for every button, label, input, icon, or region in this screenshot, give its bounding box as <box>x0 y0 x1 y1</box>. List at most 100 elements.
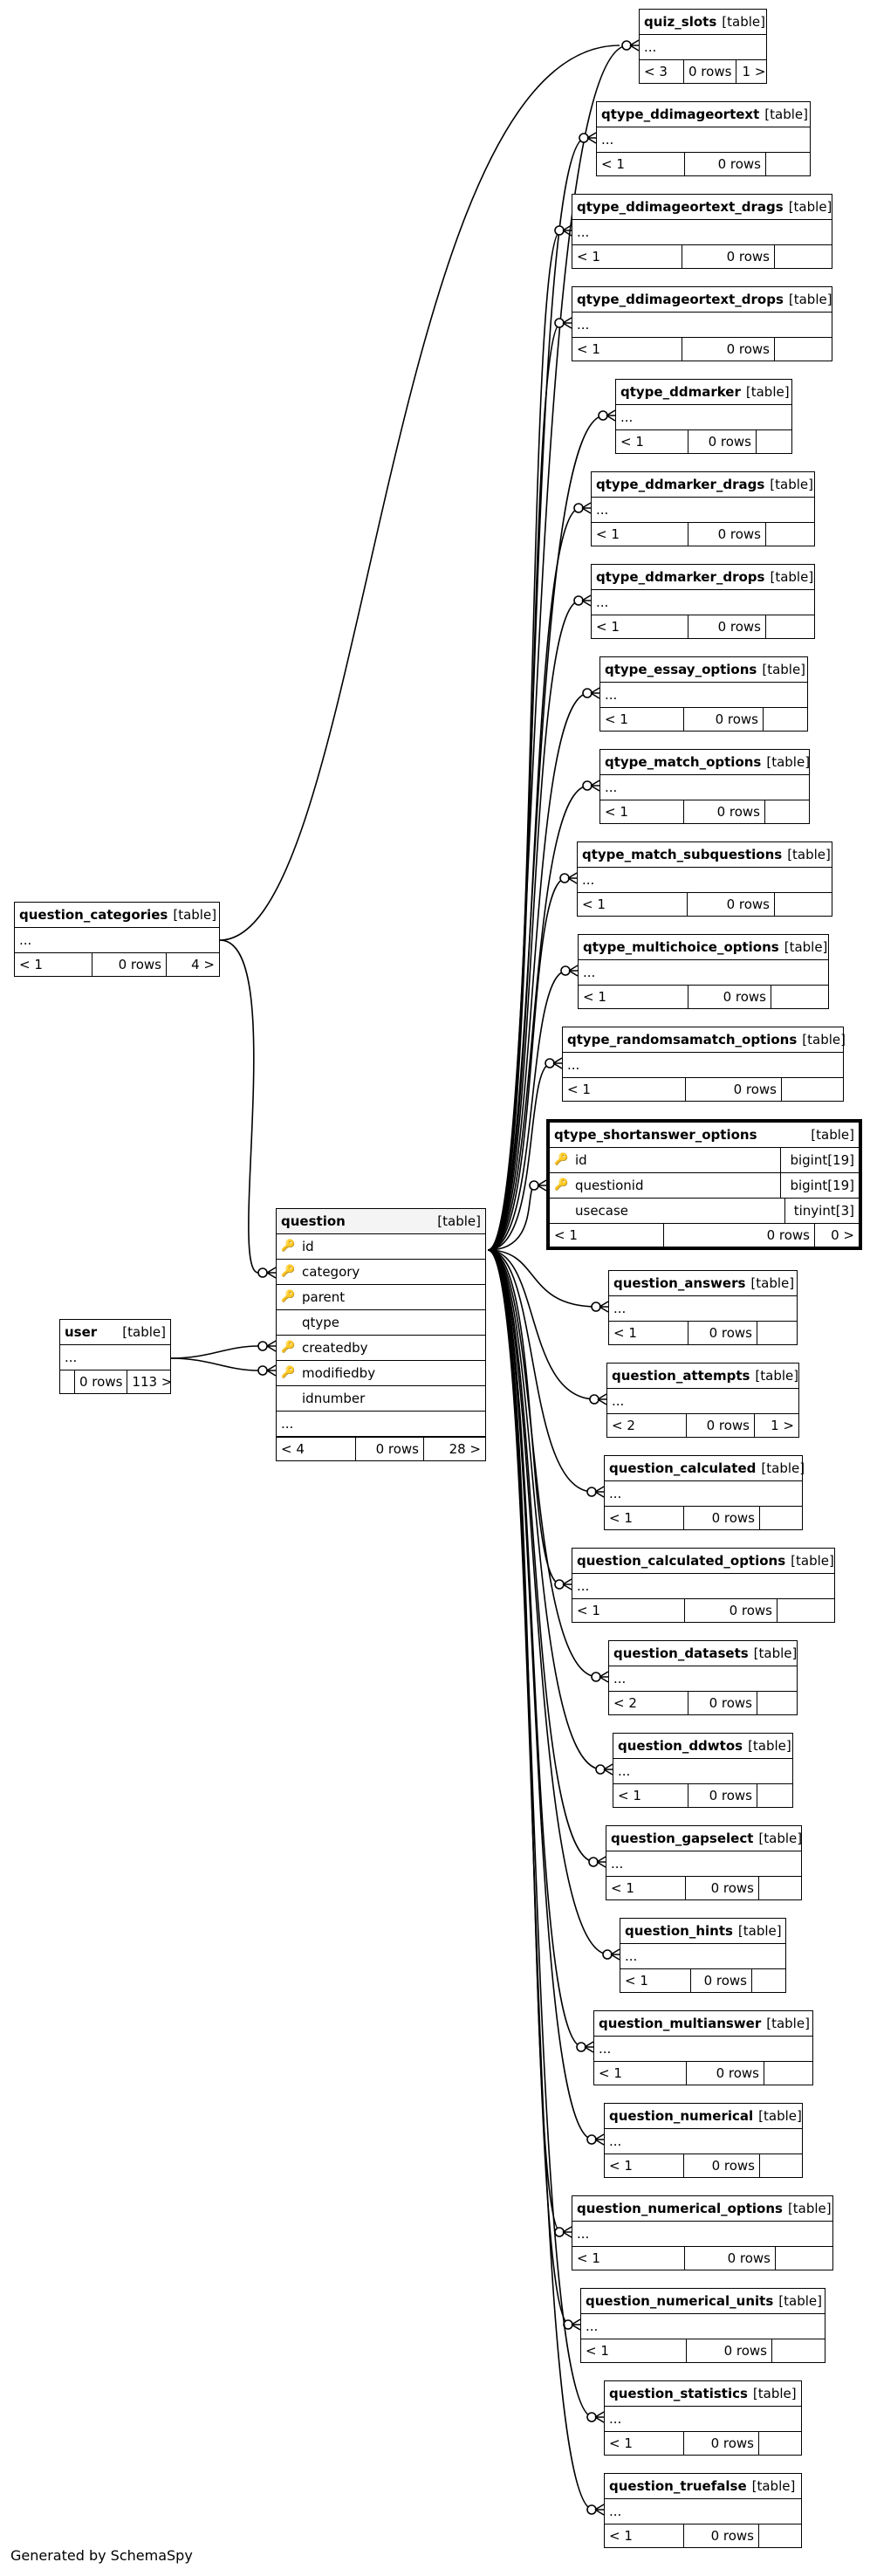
children-count[interactable]: 113 > <box>132 1374 173 1390</box>
table-qtype-ddimageortext-drags[interactable]: qtype_ddimageortext_drags[table] ... < 1… <box>572 194 832 269</box>
parents-count[interactable]: < 1 <box>620 1969 691 1992</box>
column-row[interactable]: 🔑parent <box>277 1285 485 1310</box>
table-qtype-ddimageortext-drops[interactable]: qtype_ddimageortext_drops[table] ... < 1… <box>572 286 832 361</box>
children-count[interactable] <box>757 1692 797 1714</box>
children-count[interactable] <box>757 430 791 453</box>
children-count[interactable] <box>759 1877 801 1899</box>
parents-count[interactable]: < 1 <box>592 615 688 638</box>
children-count[interactable] <box>764 2062 812 2085</box>
parents-count[interactable]: < 1 <box>592 523 688 546</box>
children-count[interactable] <box>782 1078 843 1101</box>
children-count[interactable]: 1 > <box>771 1418 794 1433</box>
children-count[interactable] <box>772 2339 825 2362</box>
parents-count[interactable]: < 1 <box>15 953 92 976</box>
parents-count[interactable]: < 1 <box>550 1224 664 1247</box>
children-count[interactable] <box>757 1784 792 1807</box>
column-row[interactable]: 🔑qtype <box>277 1310 485 1336</box>
column-row[interactable]: 🔑idnumber <box>277 1386 485 1412</box>
parents-count[interactable]: < 4 <box>277 1438 356 1460</box>
parents-count[interactable]: < 2 <box>609 1692 688 1714</box>
table-question[interactable]: question[table] 🔑id 🔑category 🔑parent 🔑q… <box>276 1208 486 1461</box>
column-row[interactable]: 🔑id <box>277 1234 485 1260</box>
parents-count[interactable]: < 1 <box>578 893 688 916</box>
parents-count[interactable] <box>60 1370 75 1393</box>
parents-count[interactable]: < 1 <box>597 153 685 175</box>
parents-count[interactable]: < 3 <box>640 60 684 83</box>
children-count[interactable] <box>776 2247 832 2270</box>
parents-count[interactable]: < 1 <box>605 2432 684 2455</box>
table-question-numerical-options[interactable]: question_numerical_options[table] ... < … <box>572 2195 833 2270</box>
parents-count[interactable]: < 1 <box>563 1078 686 1101</box>
parents-count[interactable]: < 1 <box>600 708 684 731</box>
children-count[interactable]: 4 > <box>191 957 215 972</box>
children-count[interactable] <box>760 1507 802 1529</box>
parents-count[interactable]: < 1 <box>613 1784 688 1807</box>
table-qtype-randomsamatch-options[interactable]: qtype_randomsamatch_options[table] ... <… <box>562 1027 846 1102</box>
children-count[interactable] <box>766 523 814 546</box>
parents-count[interactable]: < 1 <box>572 2247 685 2270</box>
parents-count[interactable]: < 1 <box>572 245 682 268</box>
parents-count[interactable]: < 1 <box>572 1599 685 1622</box>
parents-count[interactable]: < 1 <box>609 1322 688 1344</box>
children-count[interactable] <box>771 986 828 1008</box>
column-row[interactable]: 🔑modifiedby <box>277 1361 485 1386</box>
children-count[interactable] <box>760 2154 802 2177</box>
children-count[interactable] <box>765 800 809 823</box>
children-count[interactable] <box>778 1599 834 1622</box>
children-count[interactable] <box>766 615 814 638</box>
children-count[interactable]: 28 > <box>449 1441 481 1457</box>
table-question-calculated-options[interactable]: question_calculated_options[table] ... <… <box>572 1548 835 1623</box>
children-count[interactable] <box>775 893 832 916</box>
children-count[interactable] <box>759 2524 801 2547</box>
parents-count[interactable]: < 1 <box>579 986 688 1008</box>
children-count[interactable] <box>759 2432 801 2455</box>
parents-count[interactable]: < 1 <box>581 2339 687 2362</box>
children-count[interactable] <box>766 153 810 175</box>
parents-count[interactable]: < 1 <box>616 430 688 453</box>
children-count[interactable] <box>775 338 832 361</box>
parents-count[interactable]: < 1 <box>600 800 684 823</box>
children-count[interactable] <box>764 708 807 731</box>
children-count[interactable]: 1 > <box>742 64 766 79</box>
children-count[interactable] <box>775 245 832 268</box>
children-count[interactable]: 0 > <box>831 1227 854 1243</box>
parents-count[interactable]: < 1 <box>594 2062 687 2085</box>
parents-count[interactable]: < 1 <box>606 1877 686 1899</box>
parents-count[interactable]: < 1 <box>605 1507 684 1529</box>
column-row[interactable]: 🔑createdby <box>277 1336 485 1361</box>
parents-count[interactable]: < 1 <box>605 2524 684 2547</box>
column-row[interactable]: 🔑category <box>277 1260 485 1285</box>
table-qtype-multichoice-options[interactable]: qtype_multichoice_options[table] ... < 1… <box>578 934 829 1009</box>
children-count[interactable] <box>752 1969 785 1992</box>
children-count[interactable] <box>757 1322 797 1344</box>
parents-count[interactable]: < 1 <box>605 2154 684 2177</box>
parents-count[interactable]: < 1 <box>572 338 682 361</box>
parents-count[interactable]: < 2 <box>607 1414 687 1437</box>
